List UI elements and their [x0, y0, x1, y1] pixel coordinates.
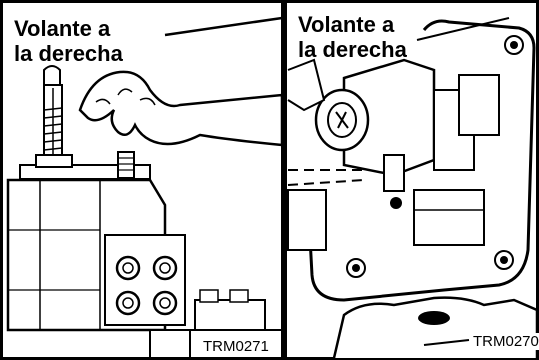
right-panel-title: Volante a la derecha — [298, 12, 407, 62]
left-panel-title: Volante a la derecha — [14, 16, 123, 66]
steering-box-drawing-right — [284, 0, 539, 360]
left-illustration-panel: Volante a la derecha TRM0271 — [0, 0, 284, 360]
steering-box-drawing-left — [0, 0, 284, 360]
left-figure-code: TRM0271 — [200, 338, 272, 355]
right-figure-code: TRM0270 — [470, 333, 539, 350]
right-illustration-panel: Volante a la derecha TRM0270 — [284, 0, 539, 360]
